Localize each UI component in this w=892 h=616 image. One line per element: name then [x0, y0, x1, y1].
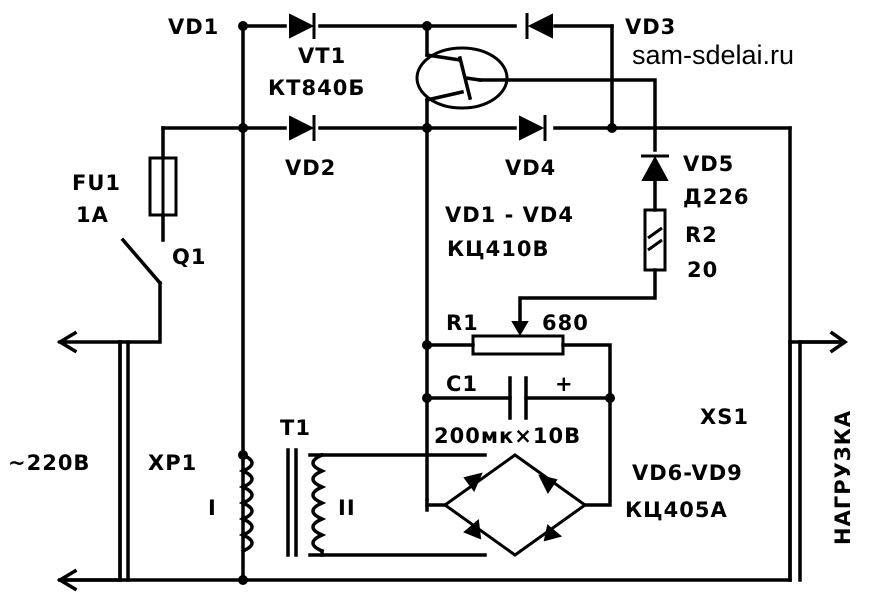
label-vd1-vd4-type: КЦ410В — [447, 237, 550, 261]
label-vd5-type: Д226 — [683, 185, 750, 209]
label-r1: R1 — [446, 311, 479, 335]
label-r1-value: 680 — [542, 311, 589, 335]
label-vt1-type: КТ840Б — [268, 76, 365, 100]
label-c1-plus: + — [555, 372, 574, 396]
label-vd3: VD3 — [625, 15, 676, 39]
label-vd2: VD2 — [285, 156, 336, 180]
switch-q1 — [120, 237, 163, 286]
label-c1: C1 — [446, 372, 478, 396]
diode-vd3 — [525, 13, 553, 39]
resistor-r2 — [643, 208, 667, 272]
label-fu1: FU1 — [72, 171, 121, 195]
labels: VD1 VT1 КТ840Б VD3 sam-sdelai.ru VD2 VD4… — [8, 15, 855, 545]
label-vd1-vd4: VD1 - VD4 — [445, 203, 574, 227]
capacitor-c1 — [508, 376, 528, 420]
label-winding-2: II — [338, 496, 356, 520]
plug-xp1 — [56, 330, 130, 592]
label-vt1: VT1 — [298, 44, 346, 68]
fuse-fu1 — [148, 156, 178, 217]
diode-vd1 — [289, 13, 316, 39]
label-vd6-vd9-type: КЦ405А — [625, 498, 728, 522]
label-q1: Q1 — [172, 245, 206, 269]
label-fu1-rating: 1A — [76, 203, 109, 227]
label-vd4: VD4 — [505, 156, 556, 180]
bridge-vd6-vd9 — [425, 396, 612, 557]
label-vd5: VD5 — [683, 152, 734, 176]
label-r2-value: 20 — [687, 258, 718, 282]
diode-vd5 — [641, 154, 669, 181]
label-winding-1: I — [208, 496, 217, 520]
diode-vd4 — [519, 115, 547, 141]
watermark: sam-sdelai.ru — [632, 40, 794, 70]
transistor-vt1 — [415, 46, 509, 110]
potentiometer-r1 — [471, 321, 565, 356]
label-load: НАГРУЗКА — [831, 410, 855, 545]
diode-vd2 — [289, 115, 316, 141]
label-xs1: XS1 — [700, 405, 749, 429]
wires — [58, 24, 842, 582]
label-t1: T1 — [280, 416, 311, 440]
label-vd1: VD1 — [168, 15, 219, 39]
label-r2: R2 — [685, 223, 718, 247]
label-mains: ~220В — [8, 451, 90, 475]
label-c1-value: 200мк×10В — [434, 424, 581, 448]
socket-xs1 — [788, 330, 849, 582]
label-xp1: XP1 — [148, 451, 197, 475]
transformer-t1 — [238, 448, 327, 557]
label-vd6-vd9: VD6-VD9 — [632, 461, 743, 485]
